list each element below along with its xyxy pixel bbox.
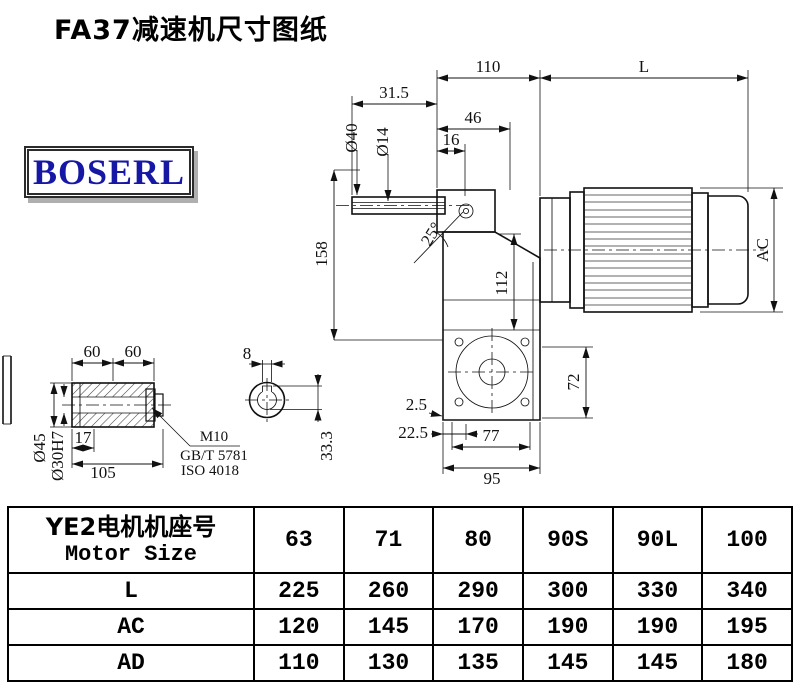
value-cell: 110	[253, 644, 345, 682]
dimension-labels-detail: 60 60 8 Ø45 Ø30H7 17 105 M10 GB/T 5781 I…	[30, 342, 336, 482]
tilt-line	[413, 211, 464, 264]
fan-cover	[707, 195, 749, 305]
dim-2-5-label: 2.5	[406, 395, 427, 414]
bolt-hole	[520, 337, 530, 347]
header-label-en: Motor Size	[64, 541, 198, 567]
dia-45-label: Ø45	[30, 433, 49, 462]
technical-drawing: 110 L 31.5 46 16 Ø40 Ø14 25° 158 112 AC …	[2, 57, 783, 488]
motor-size-header-cell: YE2电机机座号 Motor Size	[7, 506, 255, 574]
value-cell: 180	[701, 644, 793, 682]
dim-112-label: 112	[492, 271, 511, 296]
housing-outline	[442, 231, 541, 421]
dim-46-label: 46	[465, 108, 482, 127]
value-cell: 330	[611, 572, 704, 610]
value-cell: 225	[253, 572, 345, 610]
motor-size-90L: 90L	[611, 506, 704, 574]
value-cell: 260	[342, 572, 435, 610]
table-row-AC: AC 120 145 170 190 190 195	[7, 608, 793, 646]
dim-8-label: 8	[243, 344, 252, 363]
dimension-labels-main: 110 L 31.5 46 16 Ø40 Ø14 25° 158 112 AC …	[312, 57, 772, 488]
table-row-AD: AD 110 130 135 145 145 180	[7, 644, 793, 682]
dimension-lines-detail	[50, 358, 322, 468]
dim-110-label: 110	[476, 57, 501, 76]
value-cell: 145	[611, 644, 704, 682]
header-label-cn: YE2电机机座号	[45, 512, 217, 541]
table-header-row: YE2电机机座号 Motor Size 63 71 80 90S 90L 100	[7, 506, 793, 574]
dim-60b-label: 60	[125, 342, 142, 361]
left-edge-fragment	[2, 355, 12, 425]
value-cell: 300	[521, 572, 614, 610]
value-cell: 190	[521, 608, 614, 646]
motor-size-100: 100	[701, 506, 793, 574]
value-cell: 135	[432, 644, 524, 682]
bolt-std1-label: GB/T 5781	[180, 448, 248, 464]
dim-17-label: 17	[75, 428, 93, 447]
bolt-std2-label: ISO 4018	[181, 463, 239, 479]
value-cell: 195	[701, 608, 793, 646]
dim-22-5-label: 22.5	[398, 423, 428, 442]
value-cell: 170	[432, 608, 524, 646]
motor-size-71: 71	[342, 506, 435, 574]
bolt-hole	[454, 337, 464, 347]
page-title: FA37减速机尺寸图纸	[54, 15, 328, 46]
row-label-AC: AC	[7, 608, 255, 646]
dim-72-label: 72	[564, 374, 583, 391]
dim-16-label: 16	[443, 130, 460, 149]
dim-95-label: 95	[484, 469, 501, 488]
boserl-logo-text: BOSERL	[32, 152, 186, 192]
dia-14-label: Ø14	[373, 127, 392, 157]
value-cell: 290	[432, 572, 524, 610]
dim-31-5-label: 31.5	[379, 83, 409, 102]
value-cell: 190	[611, 608, 704, 646]
motor-side-view	[539, 187, 764, 313]
dia-30H7-label: Ø30H7	[48, 430, 67, 481]
dimension-lines-main	[330, 70, 783, 474]
bolt-spec-label: M10	[200, 429, 228, 445]
value-cell: 120	[253, 608, 345, 646]
boserl-logo: BOSERL	[24, 146, 194, 198]
shaft-end-view	[245, 378, 289, 422]
angle-25-label: 25°	[417, 219, 446, 249]
motor-size-90S: 90S	[521, 506, 614, 574]
angle-arc	[433, 230, 449, 248]
flange-hole	[458, 203, 474, 219]
dim-60a-label: 60	[84, 342, 101, 361]
dia-40-label: Ø40	[342, 123, 361, 152]
value-cell: 340	[701, 572, 793, 610]
dim-33-3-label: 33.3	[317, 431, 336, 461]
hollow-shaft-side-view	[62, 382, 172, 428]
bolt-hole	[454, 397, 464, 407]
dim-105-label: 105	[90, 463, 116, 482]
dim-L-label: L	[639, 57, 649, 76]
dim-158-label: 158	[312, 241, 331, 267]
motor-size-63: 63	[253, 506, 345, 574]
value-cell: 145	[342, 608, 435, 646]
motor-size-80: 80	[432, 506, 524, 574]
motor-size-table: YE2电机机座号 Motor Size 63 71 80 90S 90L 100…	[7, 506, 793, 682]
bolt-hole	[520, 397, 530, 407]
row-label-AD: AD	[7, 644, 255, 682]
dim-77-label: 77	[483, 426, 501, 445]
gearbox-main-view	[336, 189, 541, 421]
table-row-L: L 225 260 290 300 330 340	[7, 572, 793, 610]
value-cell: 145	[521, 644, 614, 682]
dim-AC-label: AC	[753, 238, 772, 262]
value-cell: 130	[342, 644, 435, 682]
row-label-L: L	[7, 572, 255, 610]
